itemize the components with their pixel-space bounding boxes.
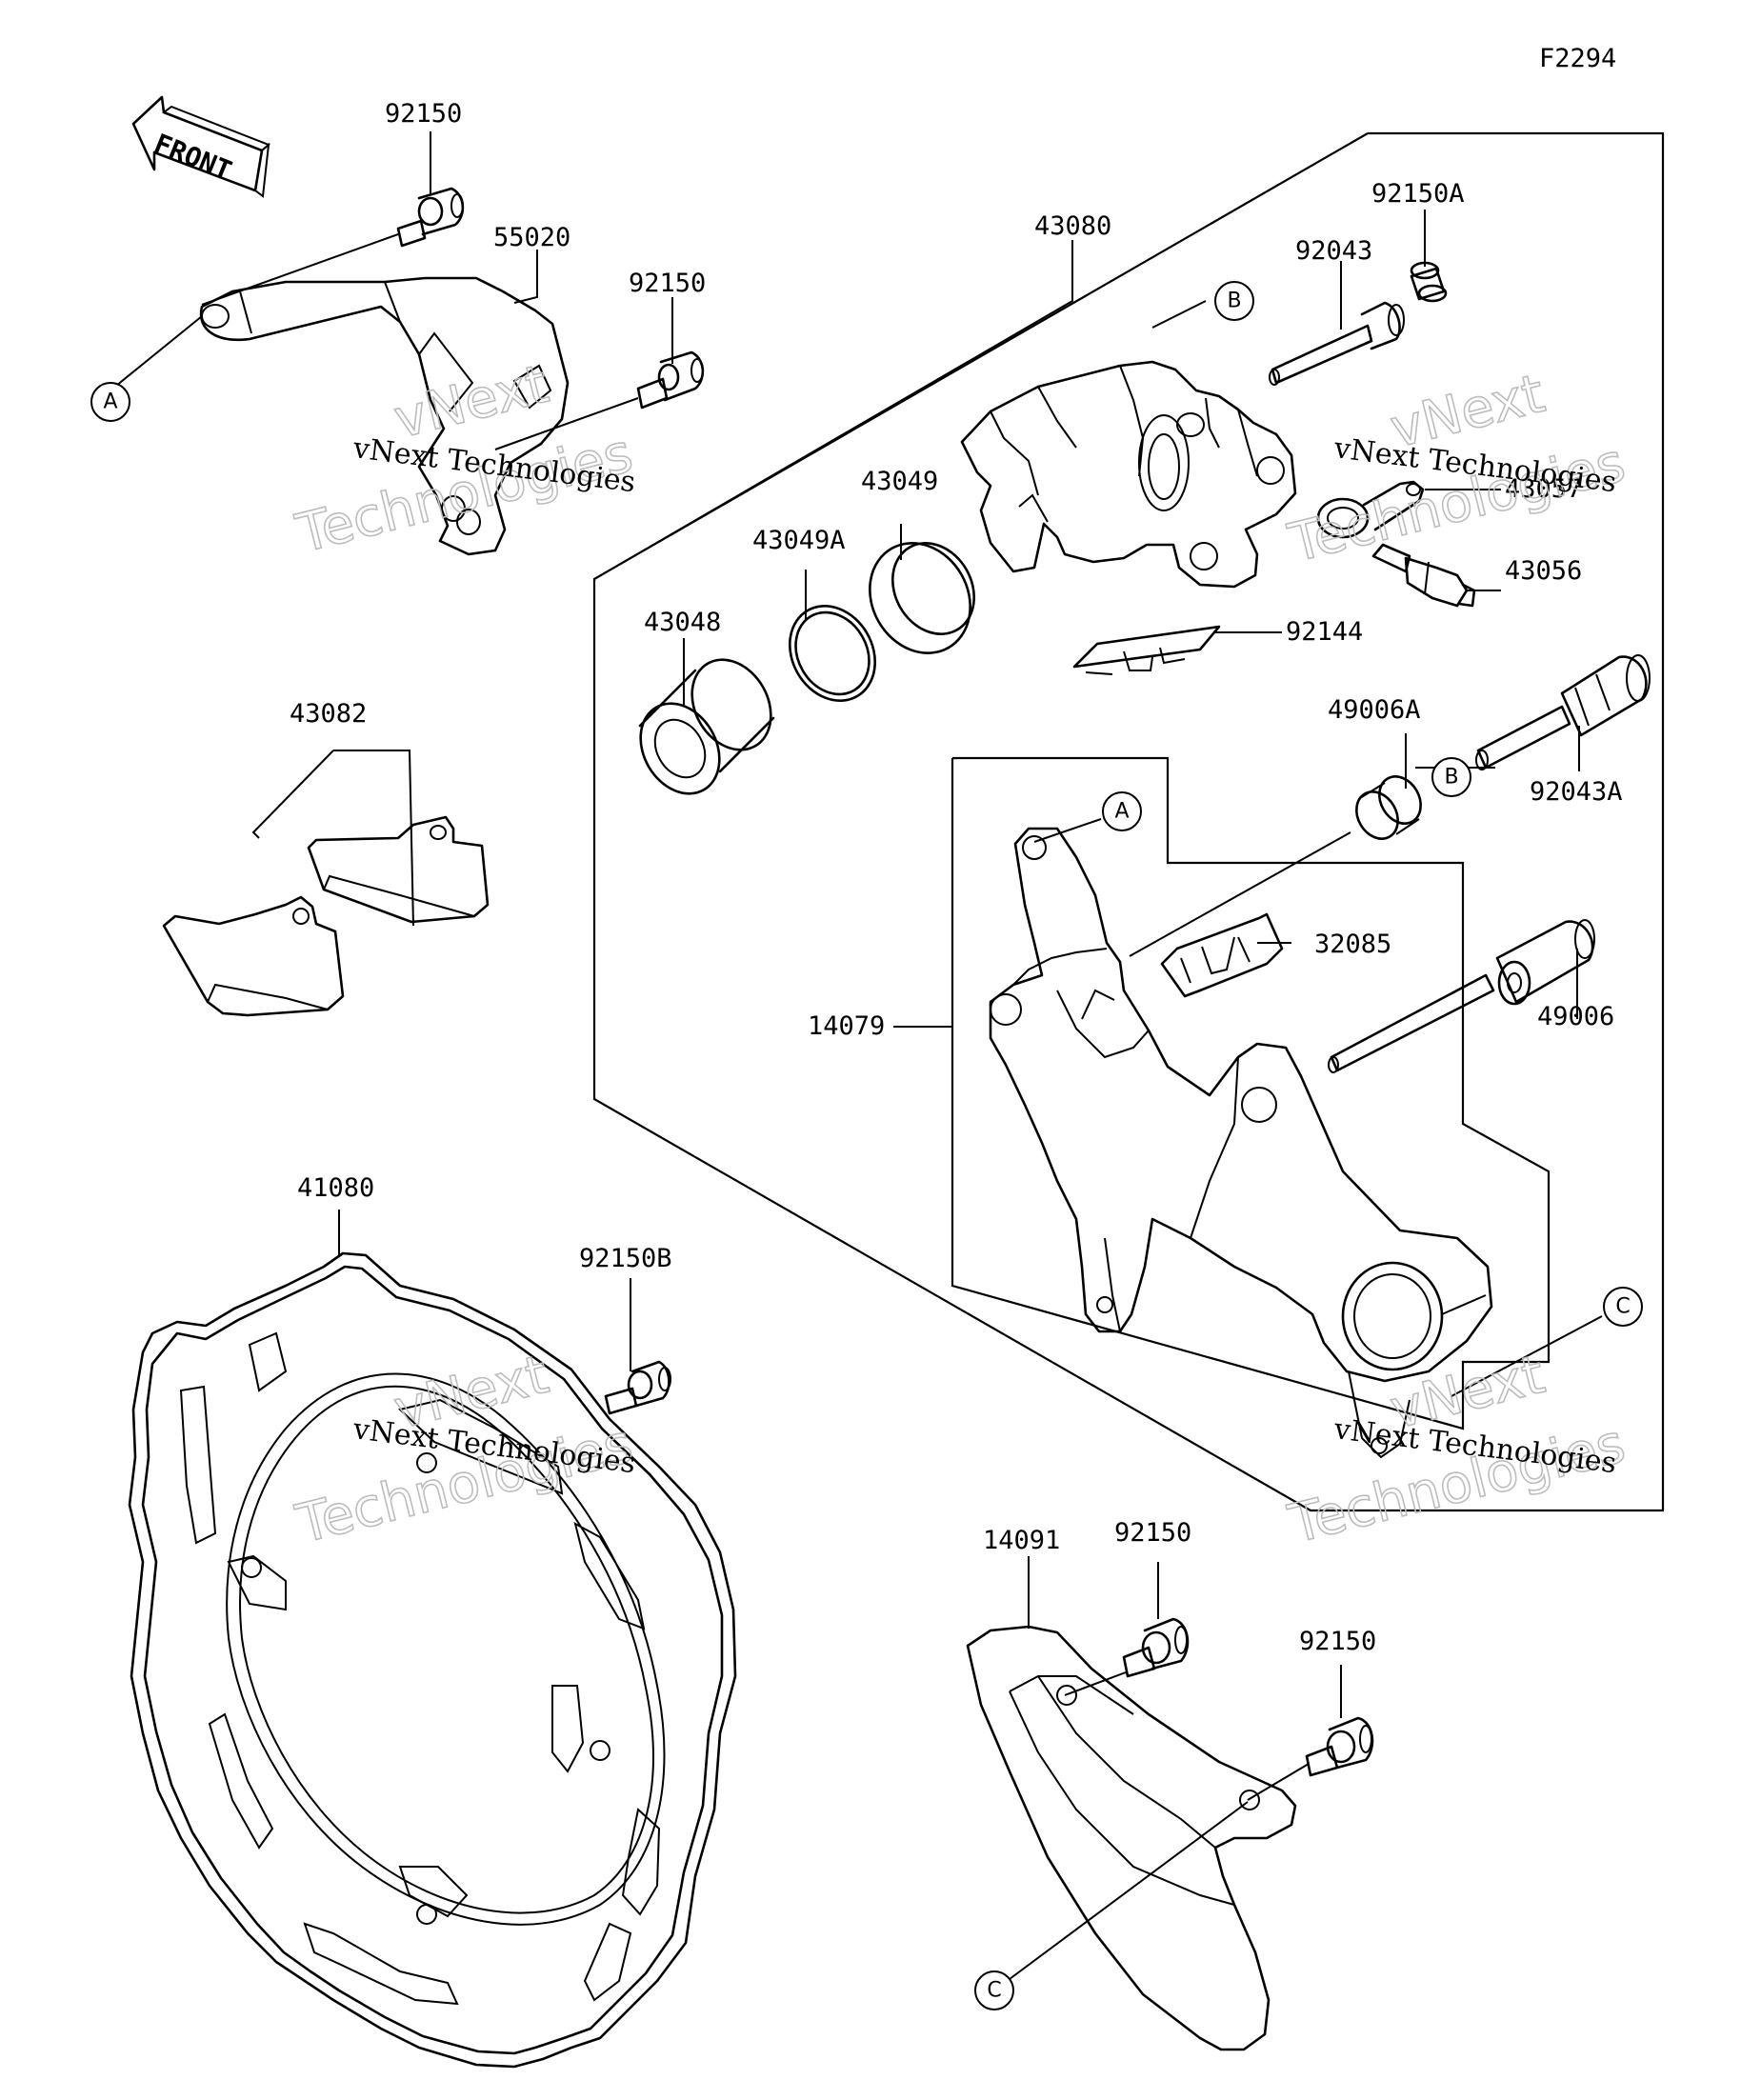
disc-guard-14091 (966, 1625, 1297, 2051)
part-labels: 92150 55020 92150 43080 92043 92150A 430… (290, 99, 1623, 1656)
svg-text:Technologies: Technologies (290, 422, 639, 565)
label-92043: 92043 (1295, 236, 1372, 266)
pad-retainer-32085 (1160, 912, 1284, 998)
label-43080: 43080 (1034, 211, 1111, 241)
label-14079: 14079 (808, 1011, 885, 1041)
label-92150-upper: 92150 (385, 99, 462, 129)
svg-text:C: C (987, 1979, 1001, 2003)
watermark-lower-right: vNext Technologies vNext Technologies (1282, 1343, 1631, 1556)
bolt-92150B (604, 1360, 671, 1415)
bleeder-43056 (1371, 543, 1476, 608)
svg-text:A: A (103, 390, 117, 414)
front-arrow: FRONT (131, 95, 270, 198)
pin-92043A (1475, 654, 1651, 770)
label-49006A: 49006A (1328, 695, 1421, 725)
label-49006: 49006 (1537, 1002, 1614, 1031)
label-43049: 43049 (861, 467, 938, 496)
seal-43049A (788, 605, 877, 702)
callout-c-lower: C (974, 1970, 1014, 2010)
label-43056: 43056 (1505, 556, 1582, 586)
label-43057: 43057 (1505, 474, 1582, 504)
seal-43049 (869, 542, 976, 654)
brake-disc-41080 (128, 1251, 737, 2069)
bolt-92150-upper (396, 187, 465, 248)
slider-pin-49006 (1328, 919, 1595, 1073)
svg-text:B: B (1227, 290, 1241, 313)
caliper-bracket-14079 (989, 827, 1493, 1459)
pad-spring-92144 (1072, 625, 1221, 675)
washer-43057 (1316, 480, 1425, 539)
piston-43048 (638, 658, 775, 795)
label-41080: 41080 (297, 1173, 374, 1203)
bolt-92150-bracket (636, 350, 705, 410)
leader-lines (100, 131, 1603, 1980)
bolt-92150-guard-b (1305, 1716, 1374, 1777)
label-92150-guard-a: 92150 (1114, 1518, 1191, 1548)
boot-49006A (1355, 775, 1422, 840)
svg-text:C: C (1615, 1295, 1630, 1319)
label-43082: 43082 (290, 699, 367, 729)
label-92144: 92144 (1286, 617, 1363, 647)
callout-b-lower: B (1431, 757, 1471, 797)
watermark-upper-right: vNext Technologies vNext Technologies (1282, 362, 1631, 575)
callout-c-upper: C (1603, 1287, 1643, 1327)
brake-pads-43082 (162, 815, 490, 1017)
label-43049A: 43049A (752, 526, 846, 555)
callout-b-upper: B (1214, 281, 1254, 321)
assembly-frame-14079 (951, 756, 1551, 1430)
svg-text:B: B (1444, 766, 1458, 790)
svg-text:A: A (1114, 800, 1129, 824)
label-92150-guard-b: 92150 (1299, 1627, 1376, 1656)
label-43048: 43048 (644, 608, 721, 637)
bracket-55020 (199, 276, 570, 556)
watermark-lower-left: vNext Technologies vNext Technologies (290, 1343, 639, 1556)
label-14091: 14091 (983, 1526, 1060, 1555)
label-92150-bracket: 92150 (629, 269, 706, 298)
label-92150A: 92150A (1371, 179, 1465, 209)
label-92150B: 92150B (579, 1244, 672, 1273)
bolt-92150-guard-a (1122, 1617, 1190, 1678)
label-32085: 32085 (1314, 930, 1391, 959)
caliper-body-43080 (960, 360, 1297, 589)
pin-92043 (1269, 301, 1405, 386)
callout-a-left: A (90, 382, 130, 422)
figure-id: F2294 (1539, 44, 1616, 73)
label-55020: 55020 (493, 223, 570, 252)
label-92043A: 92043A (1530, 777, 1623, 807)
callout-a-right: A (1102, 791, 1142, 831)
cap-92150A (1410, 261, 1448, 303)
